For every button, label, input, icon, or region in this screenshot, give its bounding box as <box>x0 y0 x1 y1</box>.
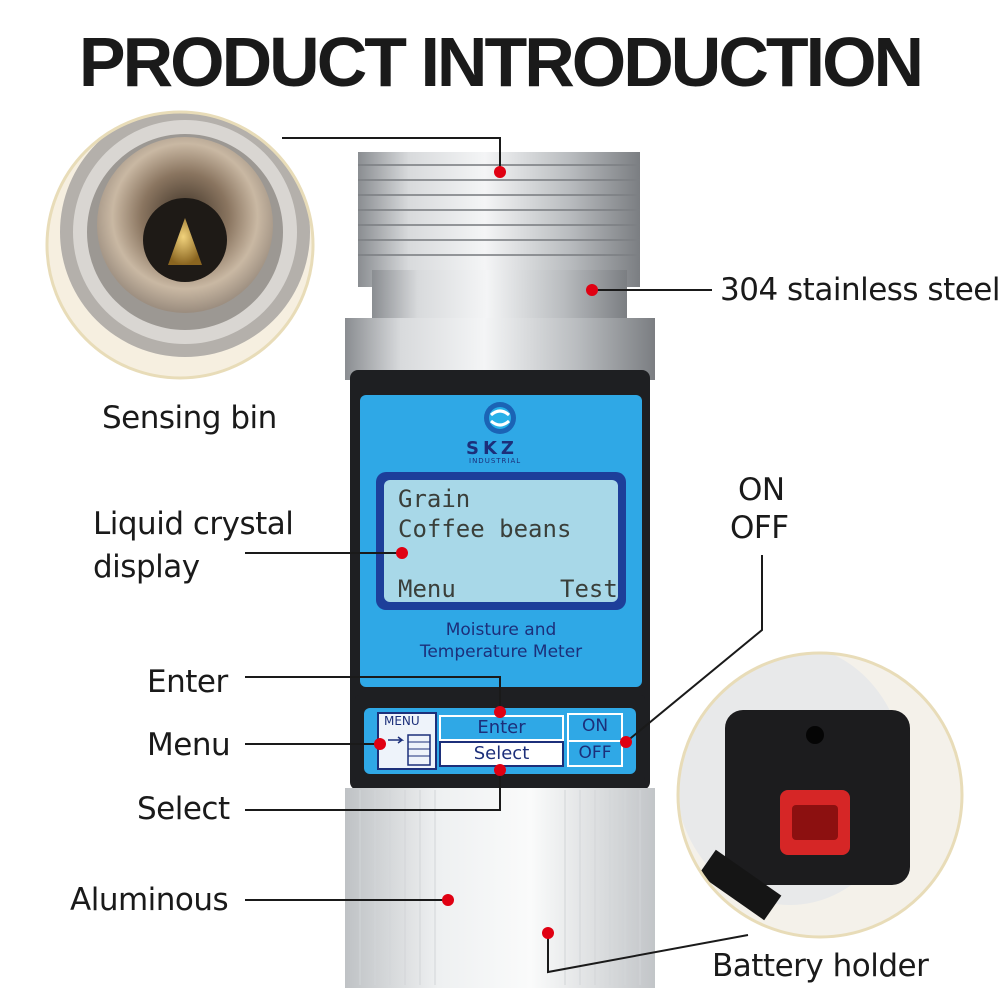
label-enter: Enter <box>147 664 228 700</box>
label-off: OFF <box>730 510 789 546</box>
label-menu: Menu <box>147 727 231 763</box>
select-key[interactable] <box>439 741 564 767</box>
label-lcd-1: Liquid crystal <box>93 506 294 542</box>
aluminium-base <box>345 788 655 988</box>
label-on: ON <box>738 472 785 508</box>
caption-line-2: Temperature Meter <box>419 642 583 662</box>
brand-name: SKZ <box>466 438 518 459</box>
label-lcd-2: display <box>93 549 200 585</box>
battery-holder-inset <box>676 651 964 939</box>
label-steel: 304 stainless steel <box>720 272 1000 308</box>
sensing-bin-inset <box>45 110 315 380</box>
label-select: Select <box>137 791 230 827</box>
label-sensing-bin: Sensing bin <box>102 400 277 436</box>
callout-dots <box>374 166 632 939</box>
lcd-soft-right: Test <box>560 575 618 603</box>
select-key-label: Select <box>473 743 530 764</box>
off-key-label: OFF <box>578 743 612 763</box>
label-battery: Battery holder <box>712 948 929 984</box>
on-key-label: ON <box>581 716 609 736</box>
label-aluminous: Aluminous <box>70 882 229 918</box>
brand-sub: INDUSTRIAL <box>469 457 522 465</box>
lcd-line-2: Coffee beans <box>398 515 572 543</box>
callout-lines <box>245 137 763 974</box>
skz-logo <box>484 402 516 434</box>
menu-doc-icon <box>388 734 431 766</box>
menu-key[interactable] <box>377 712 437 770</box>
lcd-line-1: Grain <box>398 485 471 513</box>
enter-key[interactable] <box>439 715 564 741</box>
caption-line-1: Moisture and <box>445 620 557 640</box>
lcd-screen <box>384 480 618 602</box>
menu-key-label: MENU <box>384 714 420 728</box>
lcd-soft-left: Menu <box>398 575 456 603</box>
enter-key-label: Enter <box>477 717 526 738</box>
page-title: PRODUCT INTRODUCTION <box>78 23 924 101</box>
threaded-collar <box>345 152 655 380</box>
